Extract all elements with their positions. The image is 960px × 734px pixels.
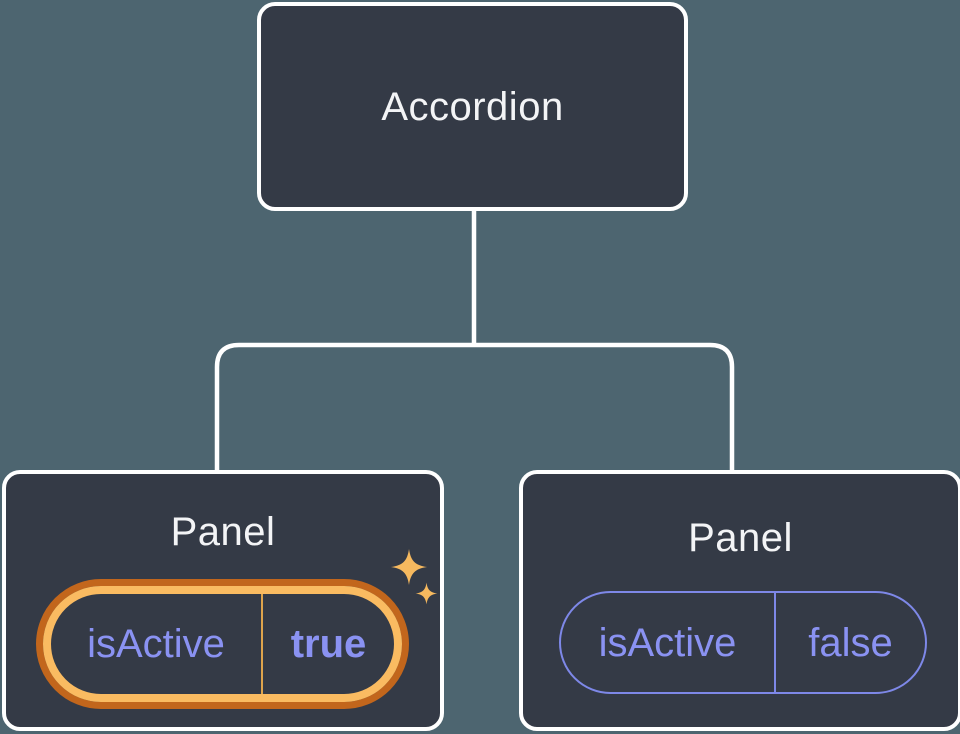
prop-name-label: isActive	[87, 622, 225, 666]
sparkle-icon-large	[390, 548, 428, 586]
prop-value-label: false	[808, 620, 893, 665]
highlight-ring: isActive true	[36, 579, 409, 709]
panel-node-label: Panel	[170, 510, 276, 554]
accordion-node-label: Accordion	[381, 84, 564, 129]
pill-divider	[774, 593, 776, 692]
panel-node-inactive: Panel isActive false	[519, 470, 960, 731]
pill-divider	[261, 594, 263, 694]
sparkle-icon-small	[415, 582, 438, 605]
prop-value-label: true	[290, 622, 367, 666]
panel-node-label: Panel	[688, 516, 793, 560]
prop-pill-inactive: isActive false	[559, 591, 927, 694]
connector-branch	[214, 342, 735, 472]
prop-name-label: isActive	[598, 620, 737, 665]
prop-pill-active: isActive true	[43, 586, 402, 702]
accordion-node: Accordion	[257, 2, 688, 211]
panel-node-active: Panel isActive true	[2, 470, 444, 731]
